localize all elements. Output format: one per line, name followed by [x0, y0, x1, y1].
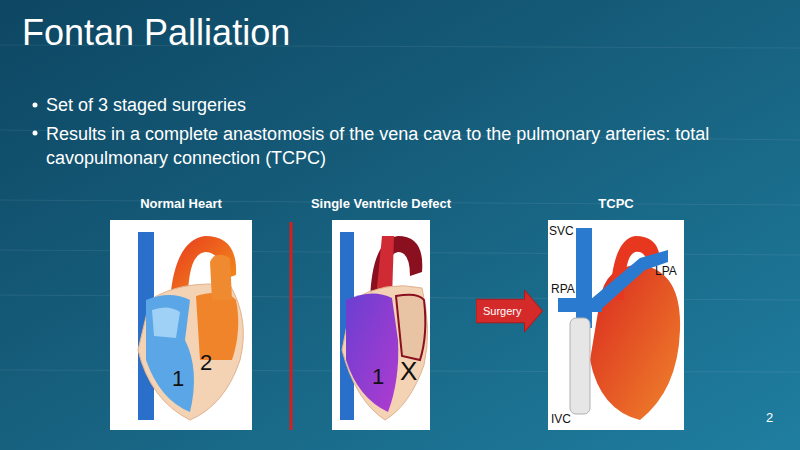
normal-heart-illustration — [138, 232, 243, 420]
divider-line — [290, 222, 293, 430]
surgery-arrow: Surgery — [476, 290, 543, 332]
arrow-outline — [476, 290, 543, 332]
bullet-text: Results in a complete anastomosis of the… — [46, 122, 746, 170]
callout-number: 1 — [372, 364, 384, 390]
image-panel-heading: Single Ventricle Defect — [309, 196, 454, 218]
callout-number: 1 — [172, 366, 184, 392]
image-panel — [332, 220, 430, 430]
bullet-text: Set of 3 staged surgeries — [46, 94, 746, 116]
callout-number: 2 — [200, 350, 212, 376]
bullet-dot — [33, 103, 38, 108]
arrow-label: Surgery — [480, 305, 525, 317]
panel-heading: Single Ventricle Defect — [309, 196, 454, 211]
image-panel — [548, 220, 684, 430]
single-ventricle-illustration — [340, 232, 428, 420]
panel-heading: TCPC — [596, 196, 636, 211]
slide-title: Fontan Palliation — [22, 12, 290, 54]
vessel-label: SVC — [549, 224, 574, 238]
image-panel-heading: Normal Heart — [138, 196, 224, 218]
vessel-label: LPA — [655, 264, 677, 278]
bullet-dot — [33, 131, 38, 136]
panel-heading: Normal Heart — [138, 196, 224, 211]
tcpc-illustration — [558, 228, 680, 420]
callout-number: X — [400, 356, 417, 387]
page-number: 2 — [766, 410, 773, 426]
image-panel — [110, 220, 252, 430]
vessel-label: RPA — [551, 282, 575, 296]
vessel-label: IVC — [551, 412, 571, 426]
image-panel-heading: TCPC — [596, 196, 636, 218]
